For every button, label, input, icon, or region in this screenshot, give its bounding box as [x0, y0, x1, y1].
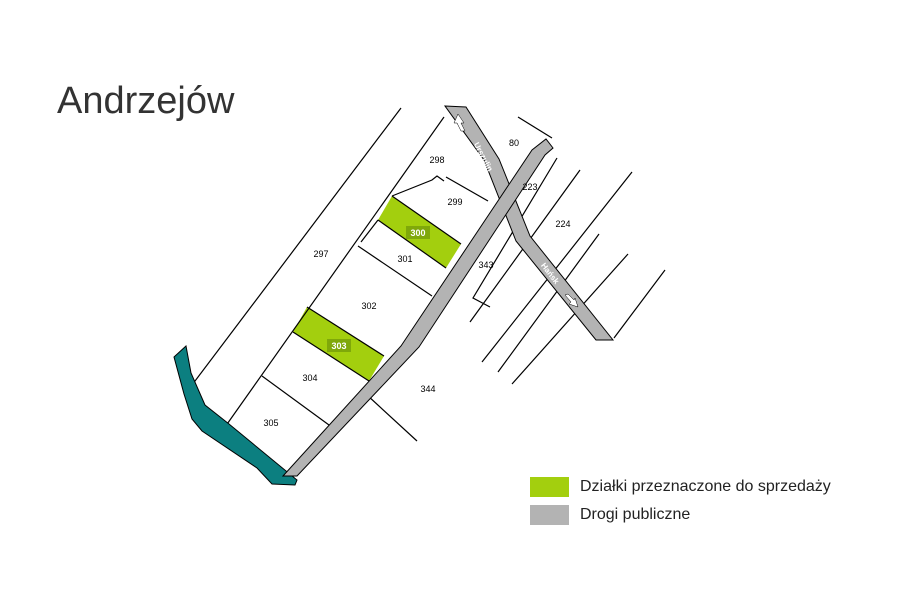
plot-label-303: 303 [331, 341, 346, 351]
parcel-boundaries [191, 107, 666, 442]
plot-label-299: 299 [447, 197, 462, 207]
plot-label-302: 302 [361, 301, 376, 311]
plot-label-305: 305 [263, 418, 278, 428]
plot-label-223: 223 [522, 182, 537, 192]
water-channel [173, 345, 298, 486]
plot-label-298: 298 [429, 155, 444, 165]
plot-label-297: 297 [313, 249, 328, 259]
plot-label-301: 301 [397, 254, 412, 264]
plot-label-344: 344 [420, 384, 435, 394]
plot-label-304: 304 [302, 373, 317, 383]
plot-label-300: 300 [410, 228, 425, 238]
legend-item-sale: Działki przeznaczone do sprzedaży [530, 474, 831, 500]
road-main[interactable] [281, 138, 554, 477]
plot-label-343: 343 [478, 260, 493, 270]
plot-label-224: 224 [555, 219, 570, 229]
road-arrow-down-icon [564, 293, 579, 308]
legend-label-sale: Działki przeznaczone do sprzedaży [580, 478, 831, 495]
legend-label-roads: Drogi publiczne [580, 506, 691, 523]
plot-300-label-bg [406, 226, 430, 239]
map-legend: Działki przeznaczone do sprzedaży Drogi … [530, 474, 831, 530]
map-title: Andrzejów [57, 80, 235, 122]
legend-swatch-roads [530, 505, 569, 525]
legend-item-roads: Drogi publiczne [530, 502, 831, 528]
plot-label-80: 80 [509, 138, 519, 148]
road-urszulin[interactable] [443, 105, 615, 341]
plot-303-label-bg [327, 339, 351, 352]
road-arrow-up-icon [453, 113, 466, 132]
legend-swatch-sale [530, 477, 569, 497]
